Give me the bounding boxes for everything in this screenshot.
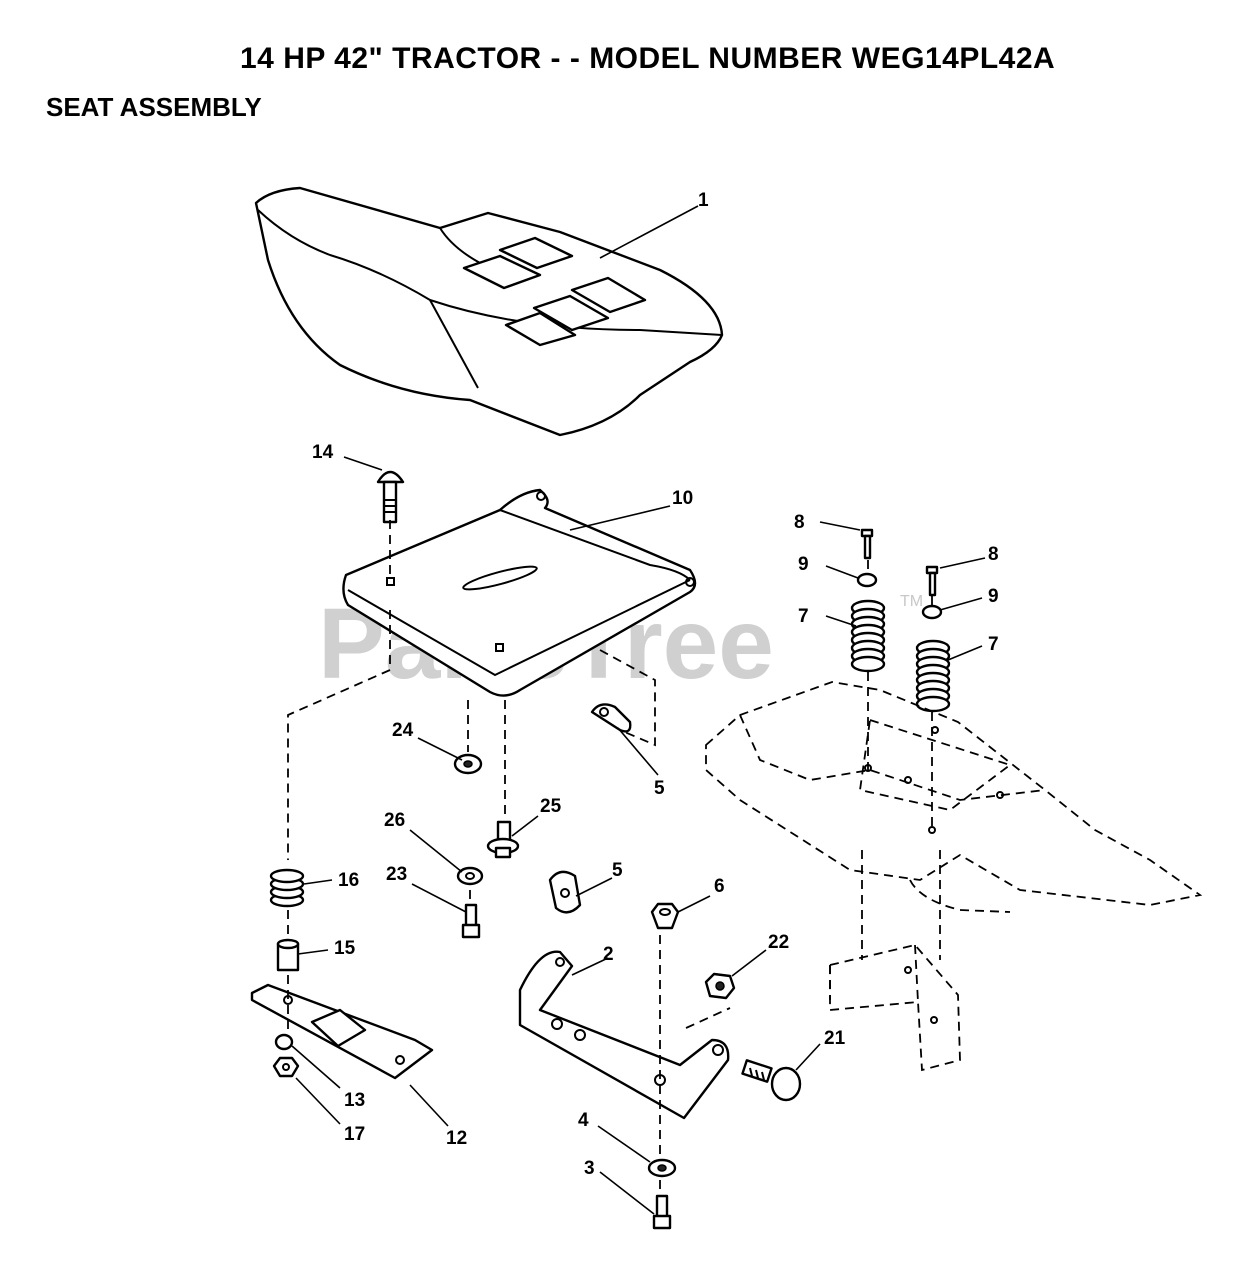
callout-12: 12 — [446, 1128, 467, 1149]
alignment-lines — [287, 520, 933, 1196]
part-bolt-8-left[interactable] — [860, 528, 874, 560]
watermark-tm: TM — [900, 593, 923, 610]
callout-25: 25 — [540, 796, 562, 817]
part-spring-7-left[interactable] — [850, 599, 886, 673]
callout-9-left: 9 — [798, 554, 809, 575]
part-nut-6[interactable] — [650, 902, 680, 930]
part-lock-washer[interactable] — [456, 866, 484, 886]
callout-7-left: 7 — [798, 606, 809, 627]
callout-26: 26 — [384, 810, 405, 831]
leader-lines — [291, 205, 986, 1215]
callout-6: 6 — [714, 876, 725, 897]
part-nut-17[interactable] — [272, 1056, 300, 1078]
part-clip-lower[interactable] — [548, 870, 582, 914]
section-title: SEAT ASSEMBLY — [46, 92, 262, 122]
part-washer-13[interactable] — [274, 1033, 294, 1051]
part-bolt-3[interactable] — [652, 1194, 672, 1230]
callout-7-right: 7 — [988, 634, 999, 655]
part-bolt-23[interactable] — [461, 903, 481, 939]
callout-9-right: 9 — [988, 586, 999, 607]
callout-23: 23 — [386, 864, 407, 885]
part-spring-16[interactable] — [269, 868, 305, 908]
callout-3: 3 — [584, 1158, 595, 1179]
part-shoulder-bolt-21[interactable] — [741, 1059, 802, 1102]
part-nut-22[interactable] — [704, 972, 736, 1000]
part-seat-bracket[interactable] — [518, 950, 730, 1120]
callout-5-lower: 5 — [612, 860, 623, 881]
callout-labels: 1 10 14 8 9 7 8 9 7 24 5 25 26 23 16 15 … — [312, 190, 999, 1179]
reference-fender-outline — [705, 681, 1203, 1072]
callout-4: 4 — [578, 1110, 589, 1131]
part-seat-pan[interactable] — [342, 488, 697, 697]
callout-22: 22 — [768, 932, 789, 953]
part-shoulder-bolt[interactable] — [486, 820, 520, 859]
callout-17: 17 — [344, 1124, 365, 1145]
part-washer-4[interactable] — [647, 1158, 677, 1178]
part-washer-9-right[interactable] — [921, 604, 943, 620]
callout-15: 15 — [334, 938, 356, 959]
callout-2: 2 — [603, 944, 614, 965]
callout-14: 14 — [312, 442, 334, 463]
callout-24: 24 — [392, 720, 414, 741]
callout-1: 1 — [698, 190, 709, 211]
callout-5-upper: 5 — [654, 778, 665, 799]
callout-16: 16 — [338, 870, 359, 891]
part-washer-9-left[interactable] — [856, 572, 878, 588]
part-adjust-bracket[interactable] — [250, 983, 434, 1080]
part-clip-upper[interactable] — [590, 703, 632, 733]
part-spring-7-right[interactable] — [915, 639, 951, 713]
part-seat[interactable] — [254, 186, 724, 437]
part-bolt-8-right[interactable] — [925, 565, 939, 597]
page-title: 14 HP 42" TRACTOR - - MODEL NUMBER WEG14… — [240, 42, 1056, 75]
callout-8-right: 8 — [988, 544, 999, 565]
part-spacer[interactable] — [276, 938, 300, 972]
part-carriage-bolt[interactable] — [376, 470, 405, 524]
callout-13: 13 — [344, 1090, 365, 1111]
callout-10: 10 — [672, 488, 693, 509]
callout-21: 21 — [824, 1028, 846, 1049]
callout-8-left: 8 — [794, 512, 805, 533]
